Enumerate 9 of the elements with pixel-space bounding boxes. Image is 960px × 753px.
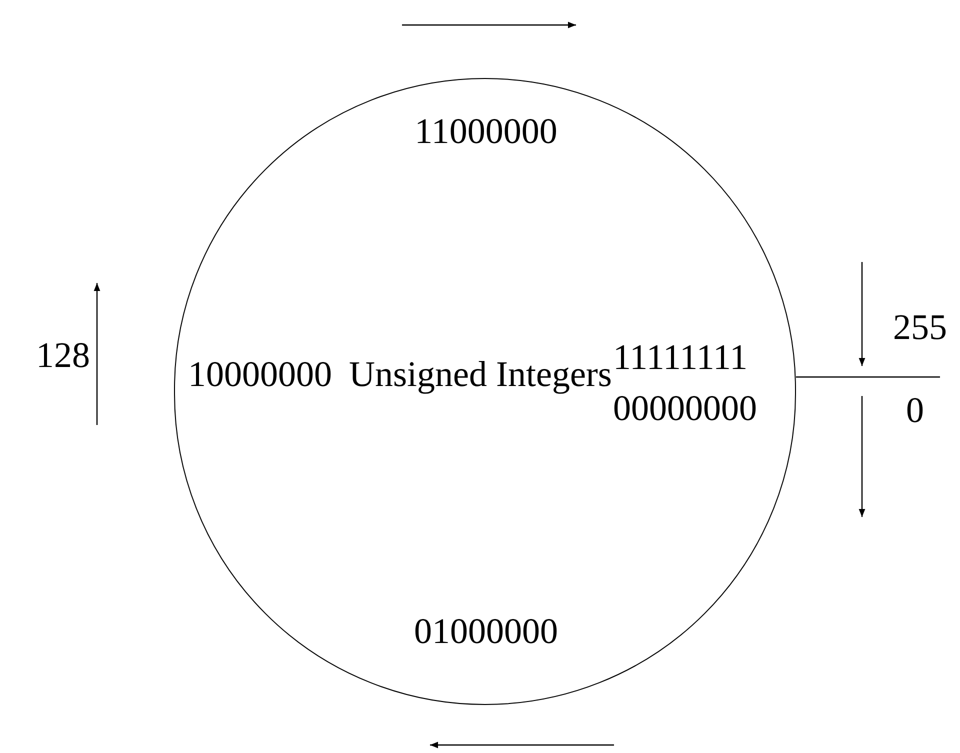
bit-pattern: 10000000 bbox=[188, 356, 332, 392]
bit-pattern: 01000000 bbox=[414, 613, 558, 649]
value-label: 255 bbox=[893, 309, 947, 345]
circle-title: Unsigned Integers bbox=[349, 356, 612, 392]
value-label: 0 bbox=[906, 392, 924, 428]
value-label: 128 bbox=[36, 337, 90, 373]
bit-pattern: 00000000 bbox=[613, 390, 757, 426]
bit-pattern: 11111111 bbox=[613, 339, 748, 375]
bit-pattern: 11000000 bbox=[414, 113, 558, 149]
